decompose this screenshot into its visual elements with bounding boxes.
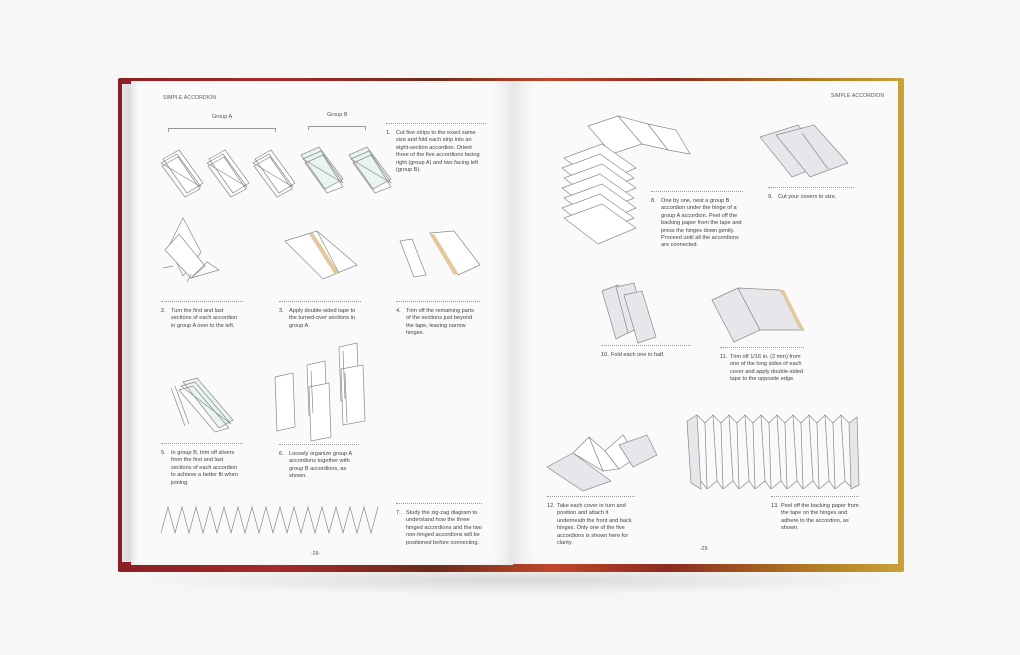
attach-covers-illustration xyxy=(546,434,658,492)
turned-sections-illustration xyxy=(162,217,220,283)
left-page: SIMPLE ACCORDION Group A Group B 1.Cut f… xyxy=(131,81,513,565)
covers-illustration xyxy=(759,124,849,178)
zigzag-diagram xyxy=(160,505,379,535)
step-8: 8.One by one, nest a group B accordion u… xyxy=(651,191,743,250)
step-2: 2.Turn the first and last sections of ea… xyxy=(161,301,243,330)
step-6: 6.Loosely organize group A accordions to… xyxy=(279,444,359,481)
page-number-right: -29- xyxy=(700,546,709,552)
group-b-label: Group B xyxy=(327,112,348,118)
group-a-bracket xyxy=(168,128,276,132)
step-5: 5.In group B, trim off slivers from the … xyxy=(161,443,243,487)
nested-accordions-illustration xyxy=(561,115,691,245)
step-7: 7.Study the zig-zag diagram to understan… xyxy=(396,503,482,547)
step-1: 1.Cut five strips to the exact same size… xyxy=(386,123,486,174)
group-b-bracket xyxy=(308,126,366,130)
right-page: SIMPLE ACCORDION 8.One by one, nest a gr… xyxy=(513,81,898,564)
step-9: 9.Cut your covers to size. xyxy=(768,187,854,201)
trimmed-cover-illustration xyxy=(711,287,805,343)
tape-applied-illustration xyxy=(284,230,358,280)
step-3: 3.Apply double-sided tape to the turned-… xyxy=(279,301,361,330)
running-head-left: SIMPLE ACCORDION xyxy=(163,95,217,101)
accordion-stacks-illustration xyxy=(160,146,392,198)
step-12: 12.Take each cover in turn and position … xyxy=(547,496,635,547)
step-10: 10.Fold each one in half. xyxy=(601,345,691,359)
group-a-label: Group A xyxy=(212,114,233,120)
folded-covers-illustration xyxy=(601,282,657,344)
step-13: 13.Peel off the backing paper from the t… xyxy=(771,496,859,533)
narrow-hinges-illustration xyxy=(399,230,481,278)
organized-accordions-illustration xyxy=(274,342,366,442)
running-head-right: SIMPLE ACCORDION xyxy=(831,93,885,99)
page-number-left: -28- xyxy=(311,551,320,557)
finished-accordion-illustration xyxy=(686,414,860,490)
step-11: 11.Trim off 1/16 in. (2 mm) from one of … xyxy=(720,347,804,384)
step-4: 4.Trim off the remaining parts of the se… xyxy=(396,301,480,338)
trim-slivers-illustration xyxy=(170,377,234,433)
